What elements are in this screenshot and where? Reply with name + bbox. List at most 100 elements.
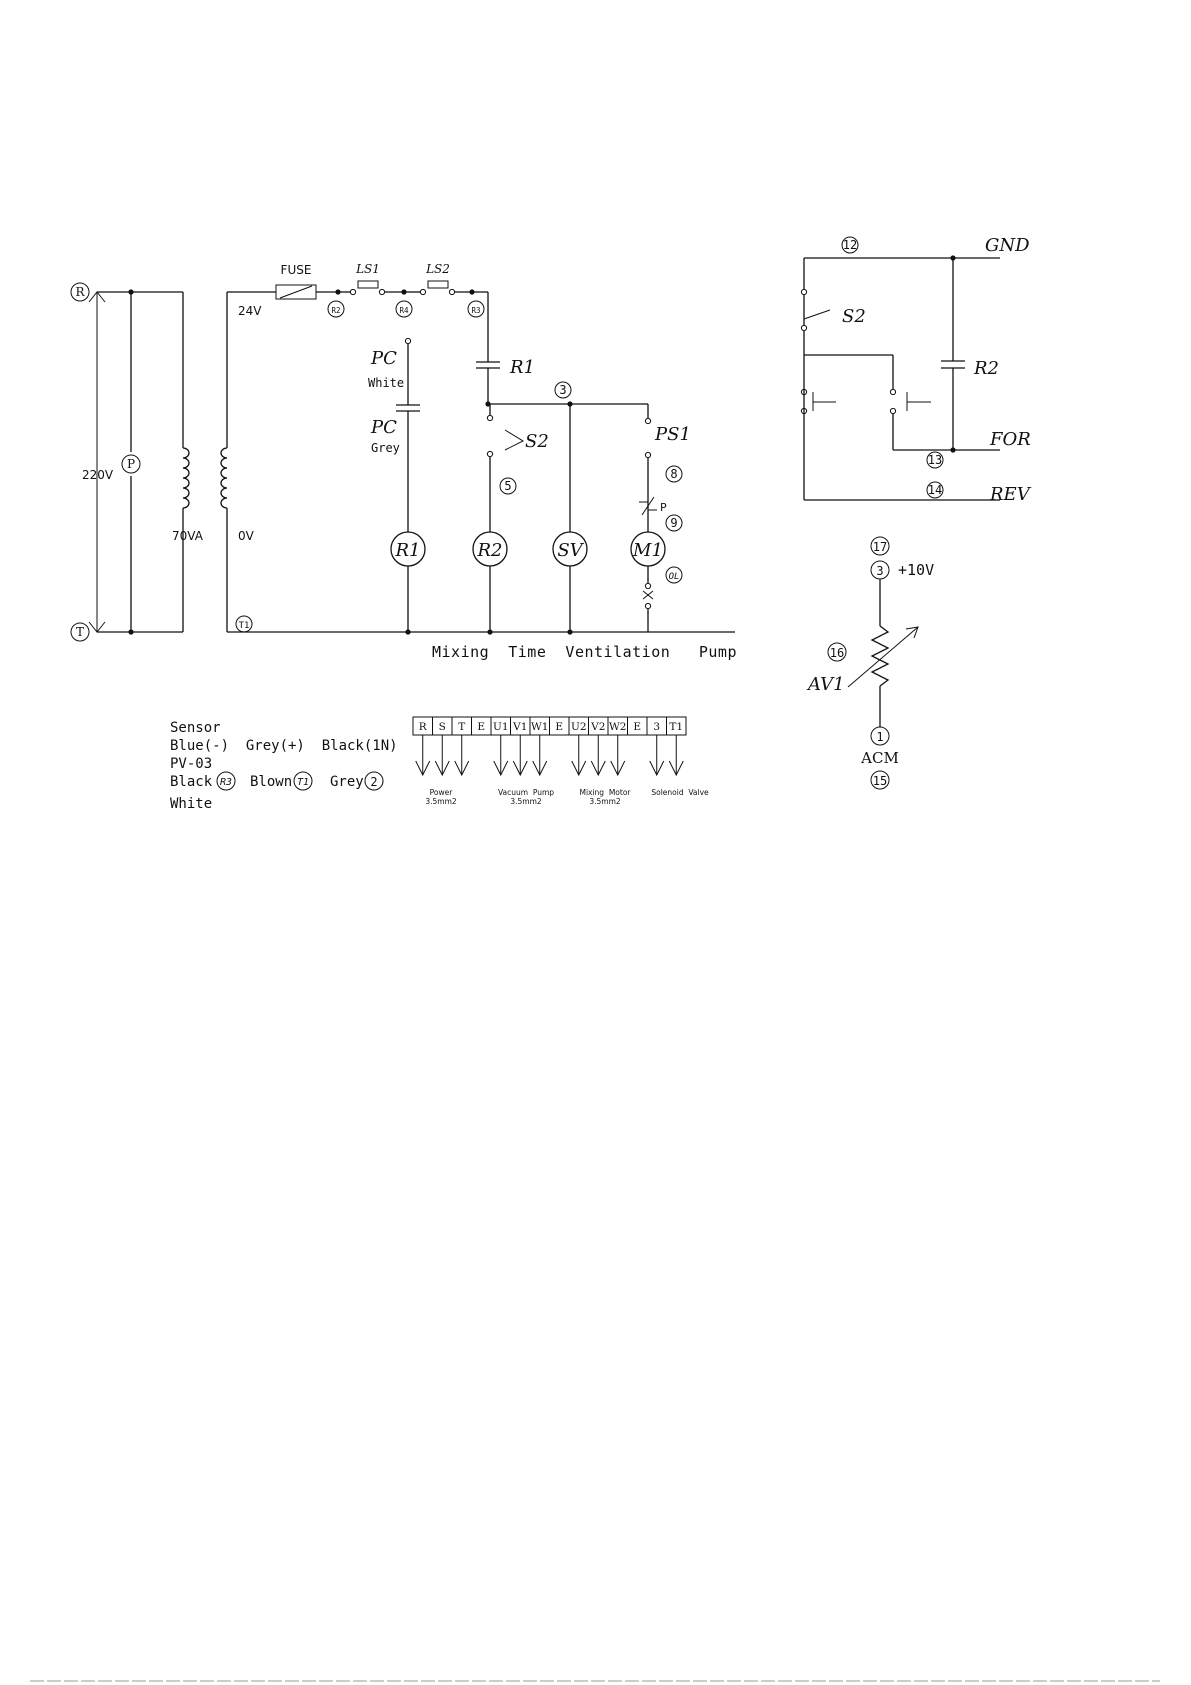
for-contact-terminal bbox=[889, 407, 897, 415]
pc-bottom-color: Grey bbox=[371, 441, 400, 455]
node-ol-label: OL bbox=[669, 572, 680, 582]
s2-terminal bbox=[486, 414, 494, 422]
ps1-terminal bbox=[644, 451, 652, 459]
secondary-coil bbox=[220, 447, 228, 509]
node-14-label: 14 bbox=[928, 483, 942, 497]
for-contact-terminal bbox=[889, 388, 897, 396]
group-solenoid-name: Solenoid Valve bbox=[651, 788, 709, 797]
rev-contact-terminal bbox=[800, 407, 808, 415]
node-8-circle bbox=[665, 465, 683, 483]
group-power-name: Power bbox=[430, 788, 454, 797]
pump-branch: PS1 8 P 9 M1 OL bbox=[630, 404, 691, 632]
for-label: FOR bbox=[989, 429, 1031, 450]
primary-lamp-label: P bbox=[127, 457, 135, 471]
ol-terminal bbox=[644, 602, 652, 610]
terminal-cell-label: V2 bbox=[590, 721, 605, 733]
pc-top-label: PC bbox=[370, 348, 397, 369]
sensor-model: PV-03 bbox=[170, 756, 212, 772]
sensor-wire-colors: Blue(-) Grey(+) Black(1N) bbox=[170, 738, 398, 754]
terminal-cell-label: W2 bbox=[609, 721, 626, 733]
node-16-label: 16 bbox=[830, 646, 844, 660]
terminal-cell-label: T bbox=[458, 721, 465, 733]
node-13-circle bbox=[926, 451, 944, 469]
resistor-zigzag bbox=[870, 625, 890, 687]
terminal-cell-label: S bbox=[439, 721, 446, 733]
node-12-label: 12 bbox=[843, 238, 857, 252]
terminal-cell-label: T1 bbox=[669, 721, 683, 733]
terminal-cell-label: E bbox=[555, 721, 563, 733]
ls2-contact-right bbox=[448, 288, 456, 296]
sensor-grey-node: 2 bbox=[370, 775, 377, 789]
terminal-arrow-head bbox=[454, 760, 470, 777]
sensor-blown: Blown bbox=[250, 774, 292, 790]
terminal-group-labels: Power 3.5mm2 Vacuum Pump 3.5mm2 Mixing M… bbox=[425, 788, 709, 806]
secondary-side: 70VA 24V 0V FUSE LS1 LS2 bbox=[172, 262, 735, 633]
node-15-label: 15 bbox=[873, 774, 887, 788]
node-9-circle bbox=[665, 514, 683, 532]
terminal-arrow-head bbox=[415, 760, 431, 777]
node-5-circle bbox=[499, 477, 517, 495]
node-12-circle bbox=[841, 236, 859, 254]
node-15-circle bbox=[870, 770, 890, 790]
ol-terminal bbox=[644, 582, 652, 590]
terminal-cell-label: 3 bbox=[653, 721, 660, 733]
r2-label: R2 bbox=[973, 358, 999, 379]
node-r3-circle bbox=[467, 300, 485, 318]
s2-label: S2 bbox=[842, 306, 866, 327]
junction-dot bbox=[950, 447, 956, 453]
junction-dot bbox=[487, 629, 493, 635]
coil-r2-label: R2 bbox=[476, 540, 502, 561]
node-8-label: 8 bbox=[670, 467, 677, 481]
sensor-blown-node: T1 bbox=[297, 777, 309, 788]
r1-contact-branch: R1 3 bbox=[476, 357, 648, 407]
gnd-label: GND bbox=[985, 235, 1030, 256]
primary-side: R T 220V P bbox=[70, 282, 190, 642]
node-r2-circle bbox=[327, 300, 345, 318]
ls2-contact-left bbox=[419, 288, 427, 296]
acm-label: ACM bbox=[860, 749, 899, 767]
ls1-contact-right bbox=[378, 288, 386, 296]
main-control-circuit: R T 220V P 70VA bbox=[70, 262, 736, 661]
terminal-arrow-head bbox=[610, 760, 626, 777]
rev-contact-terminal bbox=[800, 388, 808, 396]
ls1-label: LS1 bbox=[355, 262, 380, 276]
ls1-contact-left bbox=[349, 288, 357, 296]
sensor-notes: Sensor Blue(-) Grey(+) Black(1N) PV-03 B… bbox=[170, 720, 398, 812]
group-vacuum-size: 3.5mm2 bbox=[510, 797, 542, 806]
coil-r1-label: R1 bbox=[394, 540, 420, 561]
speed-potentiometer: 17 3 +10V 16 AV1 1 ACM 15 bbox=[806, 536, 934, 790]
terminal-cell-label: U2 bbox=[571, 721, 587, 733]
primary-lamp-circle bbox=[121, 454, 141, 474]
pc-top-color: White bbox=[368, 376, 404, 390]
plus10v-label: +10V bbox=[898, 561, 934, 579]
terminal-cell-label: E bbox=[633, 721, 641, 733]
node-3-circle bbox=[554, 381, 572, 399]
terminal-t-circle bbox=[70, 622, 90, 642]
sensor-white: White bbox=[170, 796, 212, 812]
node-t1-label: T1 bbox=[239, 621, 250, 631]
fuse-label: FUSE bbox=[281, 263, 312, 277]
terminal-wires bbox=[415, 735, 684, 777]
node-17-circle bbox=[870, 536, 890, 556]
r1-contact-label: R1 bbox=[509, 357, 535, 378]
terminal-arrow-head bbox=[668, 760, 684, 777]
node-r4-circle bbox=[395, 300, 413, 318]
node-3-label: 3 bbox=[876, 564, 883, 578]
terminal-r-circle bbox=[70, 282, 90, 302]
fuse-slash bbox=[279, 285, 313, 299]
group-mixing-name: Mixing Motor bbox=[579, 788, 631, 797]
junction-dot bbox=[469, 289, 475, 295]
junction-dot bbox=[567, 629, 573, 635]
pot-arrow-head bbox=[905, 626, 919, 639]
av1-label: AV1 bbox=[806, 674, 845, 695]
terminal-cell-label: R bbox=[419, 721, 428, 733]
pc-branch: PC White PC Grey R1 bbox=[368, 337, 426, 635]
rev-label: REV bbox=[989, 484, 1032, 505]
terminal-arrow-head bbox=[532, 760, 548, 777]
supply-voltage: 220V bbox=[82, 468, 114, 482]
sensor-grey: Grey bbox=[330, 774, 364, 790]
s2-terminal bbox=[800, 288, 808, 296]
